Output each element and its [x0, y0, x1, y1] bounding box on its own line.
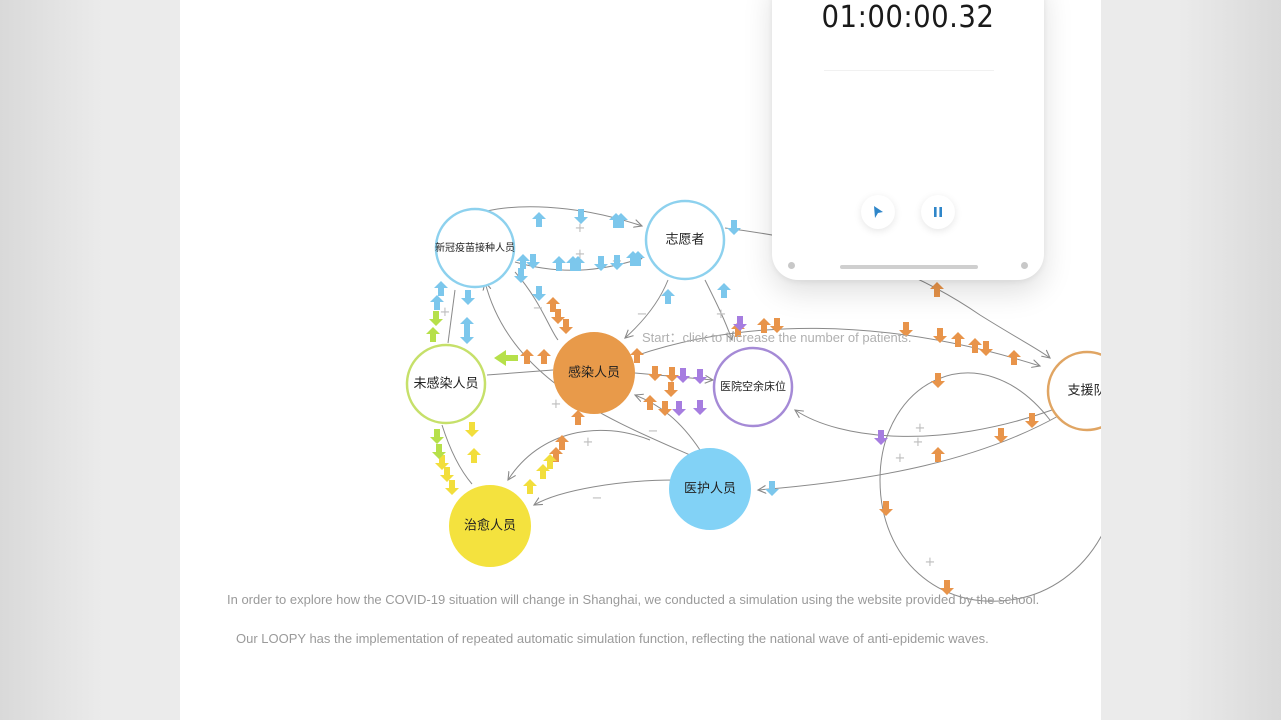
nodes-layer: 新冠疫苗接种人员 志愿者 未感染人员 感染人员 医院空余床位 支援队 [405, 199, 1101, 567]
node-infected[interactable]: 感染人员 [553, 332, 635, 414]
node-label: 医护人员 [684, 482, 736, 497]
sign-plus: + [583, 435, 594, 450]
node-label: 志愿者 [665, 233, 704, 248]
node-recovered[interactable]: 治愈人员 [449, 485, 531, 567]
link-volunteers-beds [704, 279, 732, 340]
node-support-team[interactable]: 支援队 [1046, 350, 1101, 432]
timer-display: 01:00:00.32 [821, 0, 995, 35]
pause-icon [934, 207, 942, 217]
sign-plus: + [575, 221, 586, 236]
node-label: 支援队 [1067, 384, 1101, 399]
indicator-dot [788, 262, 795, 269]
link-medical-infected [635, 395, 701, 451]
node-label: 新冠疫苗接种人员 [435, 241, 515, 254]
link-infected-recovered [508, 429, 651, 480]
sign-minus: − [592, 491, 603, 506]
node-uninfected[interactable]: 未感染人员 [405, 343, 487, 425]
home-indicator-bar [840, 265, 978, 269]
play-icon [874, 206, 883, 218]
link-volunteers-infected [625, 279, 669, 338]
link-support-medical [758, 414, 1061, 490]
sign-minus: − [637, 307, 648, 322]
link-infected-uninfected [486, 369, 554, 376]
play-button[interactable] [861, 195, 895, 229]
link-support-beds [795, 410, 1053, 437]
sign-plus: + [551, 397, 562, 412]
sign-plus: + [440, 305, 451, 320]
caption-line-1: In order to explore how the COVID-19 sit… [227, 592, 1040, 607]
start-hint: Start：click to increase the number of pa… [642, 330, 912, 345]
node-label: 治愈人员 [464, 519, 516, 534]
loopy-diagram[interactable]: + + + + + − − + + − + − + + + + [180, 0, 1101, 720]
node-vaccinated[interactable]: 新冠疫苗接种人员 [434, 207, 516, 289]
signals-yellow [435, 422, 557, 495]
sign-plus: + [895, 451, 906, 466]
node-label: 医院空余床位 [720, 379, 786, 393]
node-label: 未感染人员 [413, 376, 478, 392]
sign-plus: + [925, 555, 936, 570]
node-hospital-beds[interactable]: 医院空余床位 [712, 346, 794, 428]
pause-button[interactable] [921, 195, 955, 229]
sign-plus: + [915, 421, 926, 436]
node-volunteers[interactable]: 志愿者 [644, 199, 726, 281]
link-uninfected-vaccinated [447, 289, 456, 344]
link-uninfected-recovered [441, 424, 473, 485]
timer-divider [824, 70, 994, 71]
indicator-dot [1021, 262, 1028, 269]
sign-plus: + [575, 247, 586, 262]
sign-plus: + [913, 435, 924, 450]
link-medical-recovered [534, 479, 676, 505]
signals-green [426, 311, 518, 459]
sign-minus: − [648, 424, 659, 439]
link-support-loop [879, 372, 1101, 602]
sign-minus: − [533, 301, 544, 316]
timer-phone-panel: 01:00:00.32 [772, 0, 1044, 280]
node-medical-staff[interactable]: 医护人员 [669, 448, 751, 530]
sign-plus: + [716, 307, 727, 322]
node-label: 感染人员 [568, 365, 620, 381]
caption-line-2: Our LOOPY has the implementation of repe… [236, 631, 989, 646]
